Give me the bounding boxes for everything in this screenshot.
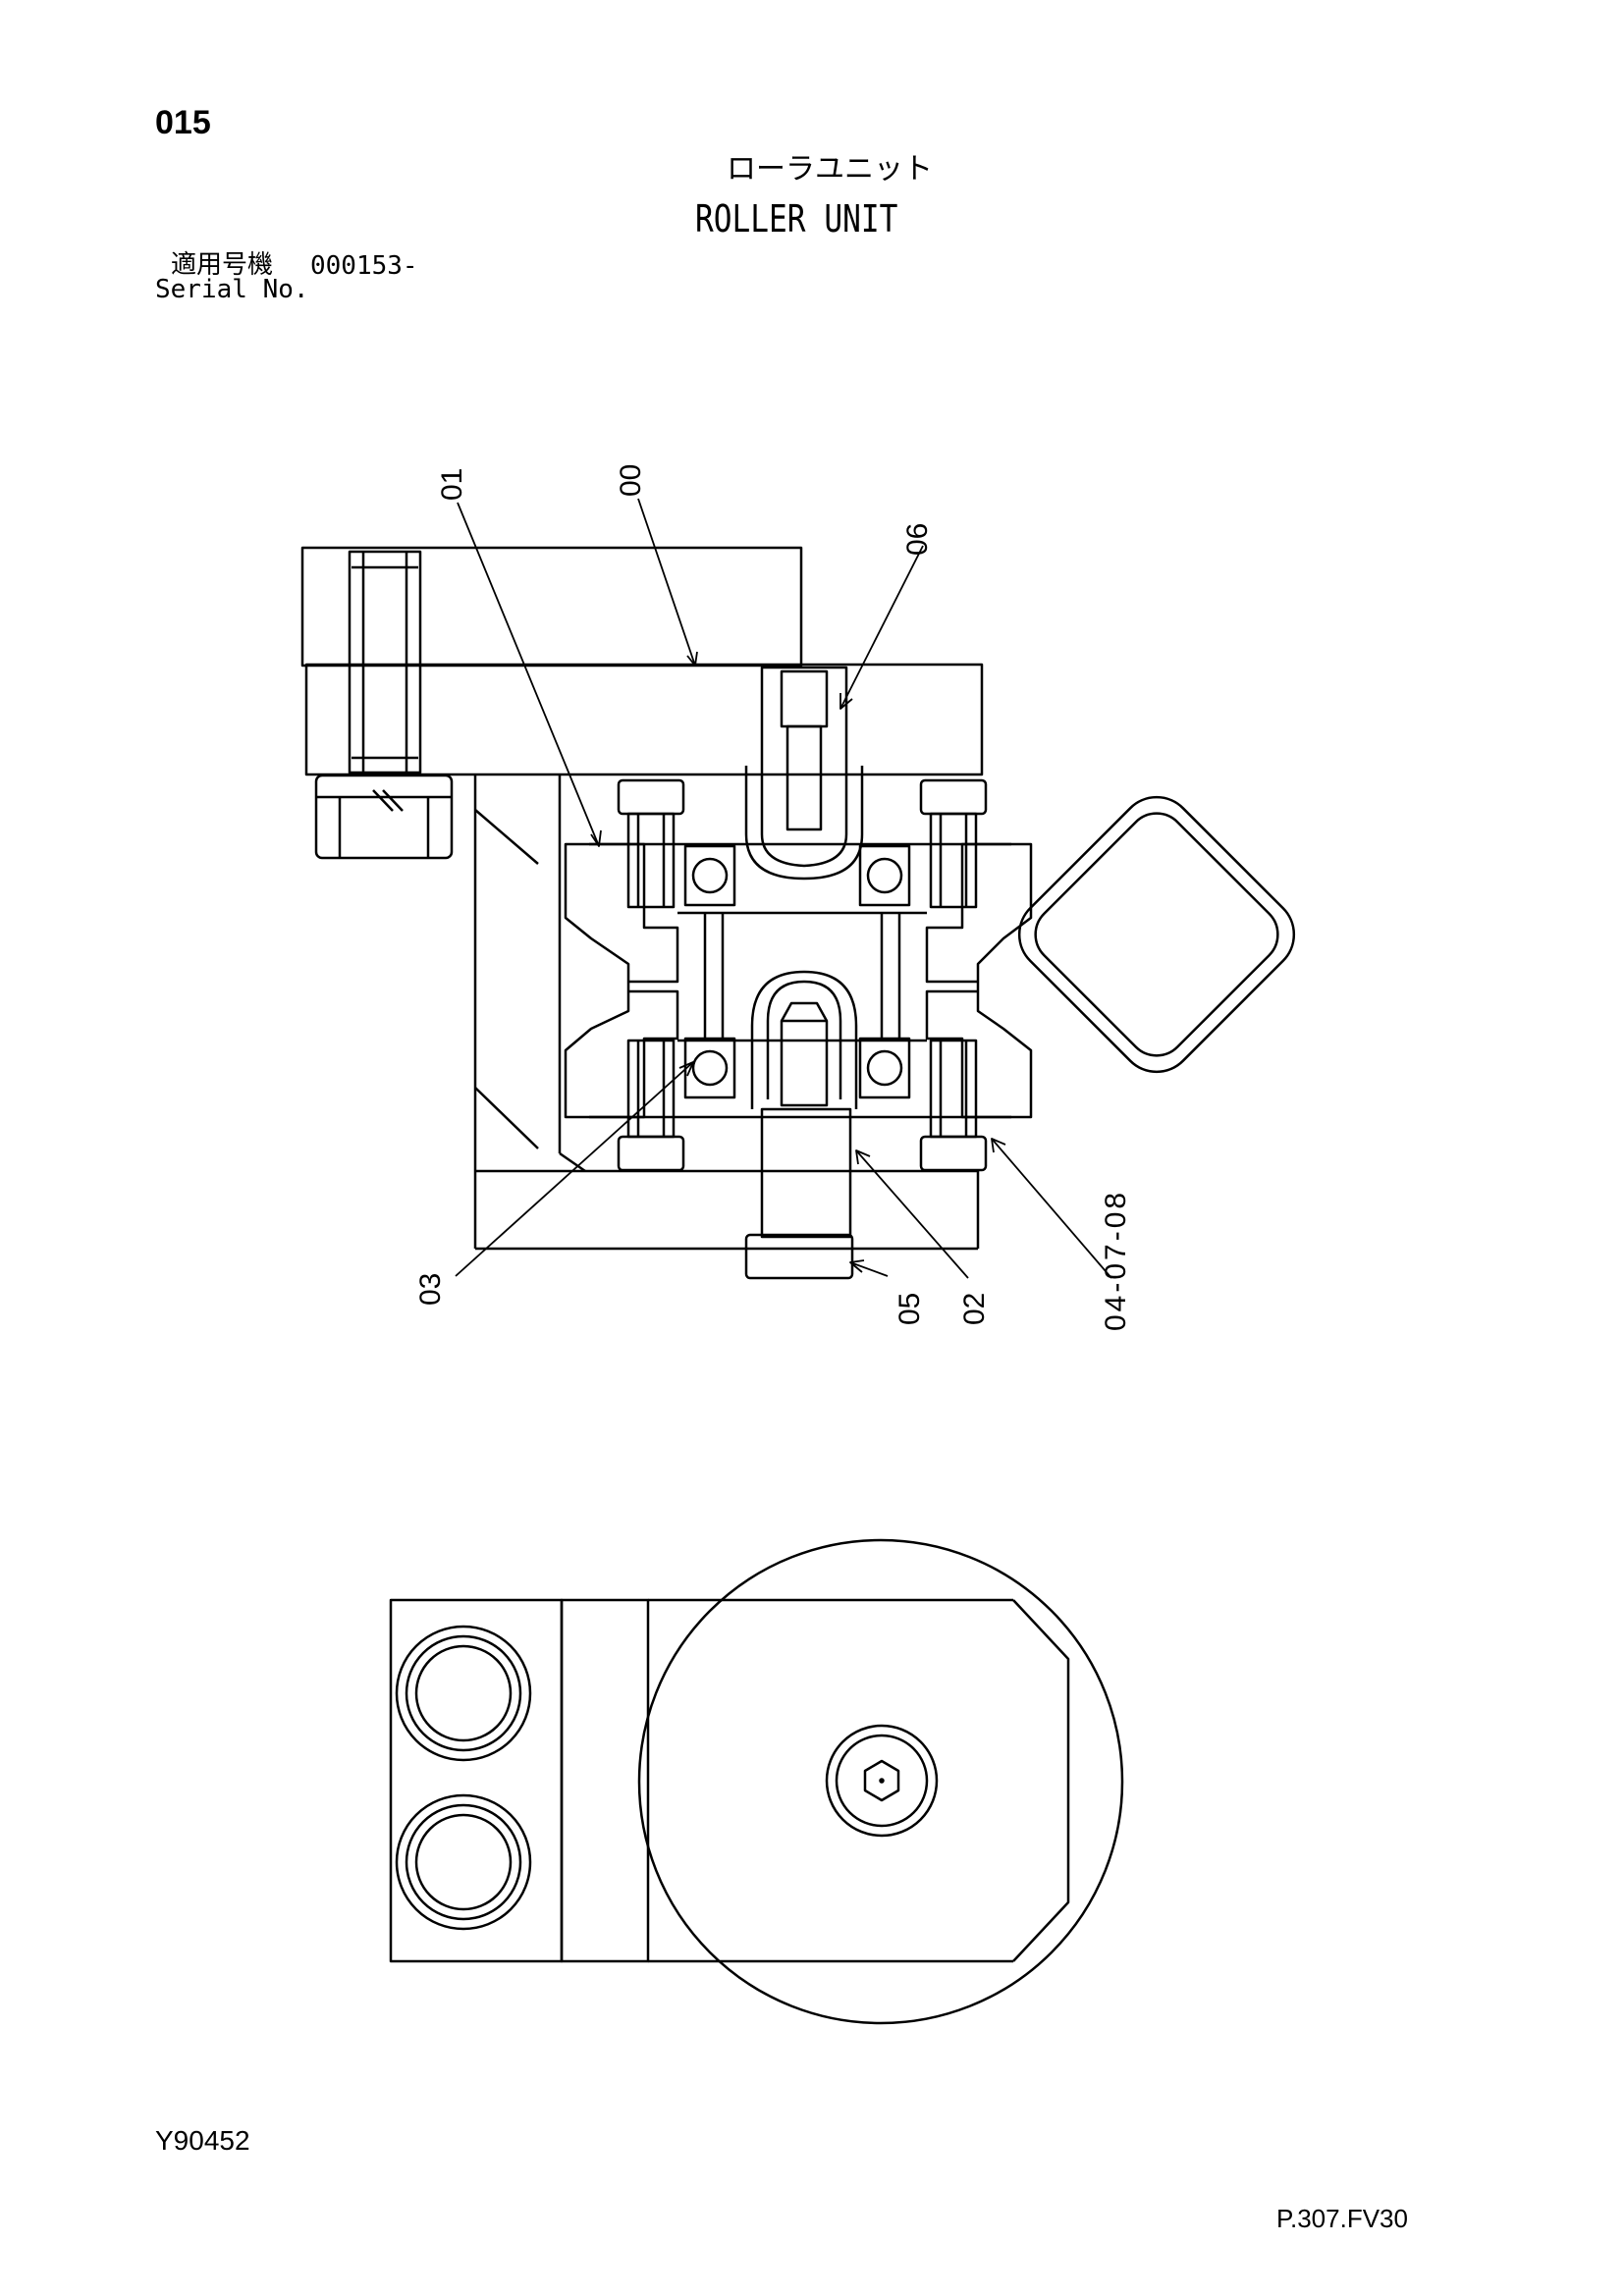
title-japanese: ローラユニット <box>727 152 933 187</box>
callout-05: 05 <box>893 1293 926 1325</box>
side-bolts <box>617 778 988 1172</box>
section-view <box>300 546 1296 1280</box>
callout-01: 01 <box>436 468 468 501</box>
page-reference: P.307.FV30 <box>1276 2204 1408 2233</box>
mounting-bolt <box>314 550 454 860</box>
callout-04-07-08: 04-07-08 <box>1100 1190 1132 1331</box>
page-number: 015 <box>155 104 211 141</box>
nut-upper <box>395 1625 532 1762</box>
roller-diamond <box>1017 795 1296 1074</box>
serial-label-english: Serial No. <box>155 275 309 304</box>
callout-03: 03 <box>414 1273 447 1306</box>
serial-label-japanese: 適用号機 <box>171 250 274 280</box>
title-english: ROLLER UNIT <box>695 197 898 240</box>
figure-code: Y90452 <box>155 2125 250 2156</box>
roller-body <box>564 842 1033 1119</box>
bracket-body <box>473 774 980 1251</box>
bearing-upper-left <box>683 844 736 907</box>
callout-00: 00 <box>615 464 647 497</box>
callout-02: 02 <box>958 1293 991 1325</box>
center-bolt <box>825 1724 939 1838</box>
callout-06: 06 <box>901 523 934 556</box>
bracket-bar <box>304 663 984 776</box>
serial-value: 000153- <box>310 251 418 281</box>
top-pin <box>744 666 864 881</box>
bottom-pin <box>744 970 858 1280</box>
bearing-lower-right <box>858 1037 911 1099</box>
plan-view <box>389 1538 1124 2025</box>
bearing-lower-left <box>683 1037 736 1099</box>
roller-wheel-outline <box>637 1538 1124 2025</box>
callout-leaders <box>455 498 1112 1279</box>
bearing-upper-right <box>858 844 911 907</box>
mounting-plate <box>300 546 803 667</box>
nut-lower <box>395 1793 532 1931</box>
